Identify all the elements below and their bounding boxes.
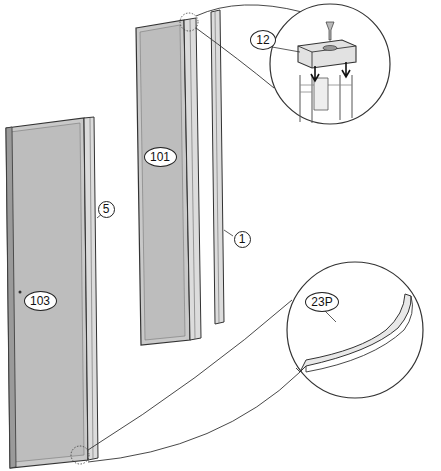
callout-number: 12 bbox=[256, 34, 269, 46]
callout-oval: 101 bbox=[144, 147, 177, 167]
callout-number: 1 bbox=[234, 231, 251, 248]
callout-oval: 103 bbox=[24, 291, 57, 311]
callout-oval: 23P bbox=[305, 292, 339, 312]
callout-number: 23P bbox=[311, 296, 332, 308]
callout-number: 5 bbox=[98, 201, 115, 218]
callout-number: 103 bbox=[30, 295, 50, 307]
callout-oval: 12 bbox=[250, 30, 276, 50]
callout-number: 101 bbox=[150, 151, 170, 163]
